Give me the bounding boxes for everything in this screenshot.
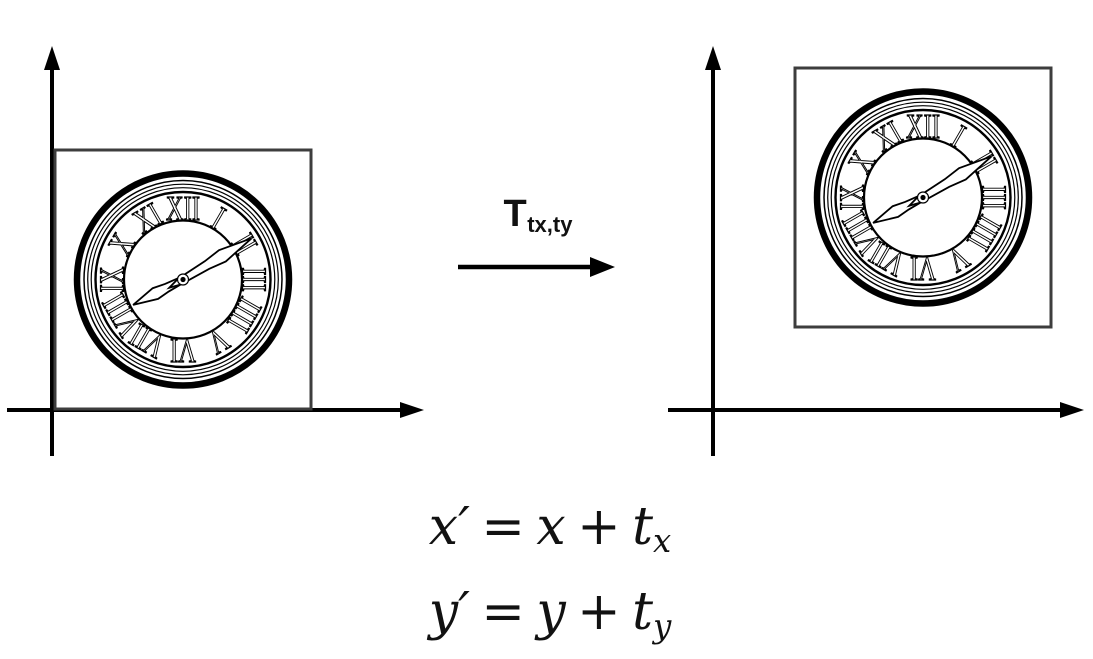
equation-y: y′=y+ty — [330, 577, 770, 659]
equation-x-t: t — [632, 497, 654, 557]
equation-x-rhs-var: x — [536, 497, 566, 557]
equation-y-equals: = — [481, 582, 525, 643]
equation-x-equals: = — [481, 497, 525, 557]
translated-image — [795, 68, 1051, 327]
transform-arrow-head — [590, 257, 615, 277]
right-x-axis-arrowhead — [1060, 402, 1084, 418]
equation-y-lhs: y′ — [428, 582, 470, 643]
equation-y-rhs-var: y — [536, 582, 566, 643]
equation-x-t-subscript: x — [653, 522, 672, 561]
original-image — [55, 150, 311, 409]
transform-arrow — [458, 257, 615, 277]
transform-label-subscript: tx,ty — [527, 212, 573, 237]
transform-label-base: T — [503, 193, 528, 235]
translation-equations: x′=x+tx y′=y+ty — [330, 492, 770, 659]
equation-x-lhs: x′ — [428, 497, 470, 557]
equation-y-plus: + — [577, 582, 621, 643]
left-x-axis-arrowhead — [400, 402, 424, 418]
right-coordinate-system — [668, 46, 1084, 456]
equation-x-plus: + — [577, 497, 621, 557]
transform-label: Ttx,ty — [468, 194, 608, 245]
equation-y-t-subscript: y — [653, 607, 672, 646]
equation-x: x′=x+tx — [330, 492, 770, 577]
equation-y-t: t — [632, 582, 654, 643]
left-y-axis-arrowhead — [44, 46, 60, 70]
right-y-axis-arrowhead — [705, 46, 721, 70]
